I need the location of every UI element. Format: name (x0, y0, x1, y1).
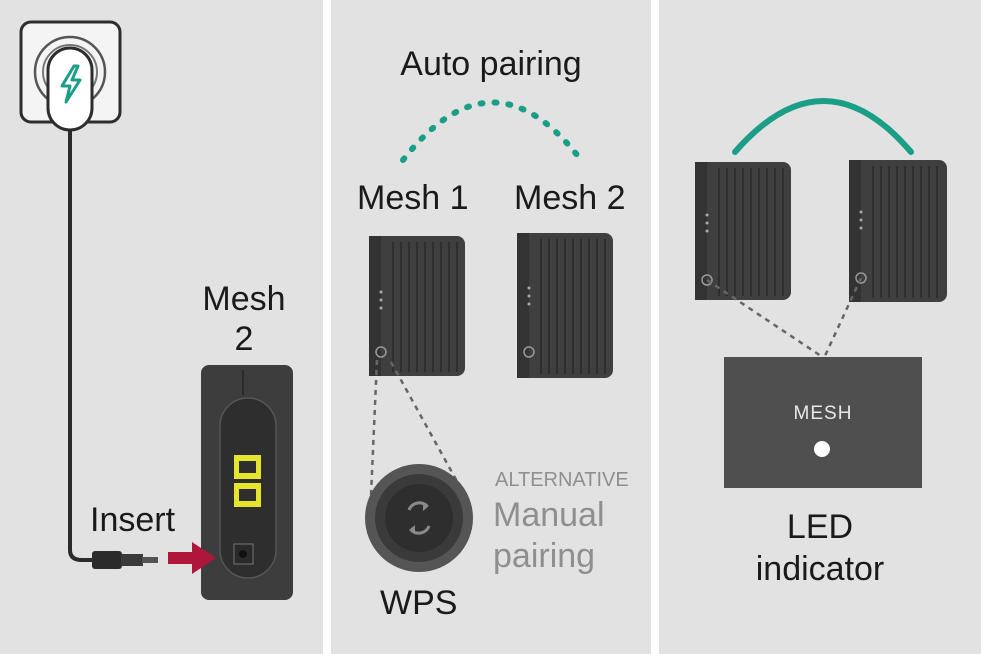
mesh1-device (369, 236, 465, 376)
connection-arc (732, 98, 914, 155)
mesh2-label: Mesh 2 (514, 179, 626, 217)
mesh-device-back (201, 365, 293, 600)
power-plug-icon (60, 64, 82, 104)
led-label-line1: LED (786, 508, 854, 546)
power-connector (92, 551, 158, 569)
led-label-line2: indicator (755, 550, 885, 588)
panel-led: MESH LED indicator (659, 0, 981, 654)
led-panel-text: MESH (793, 403, 853, 424)
red-arrow-icon (168, 542, 216, 574)
mesh1-label: Mesh 1 (357, 179, 469, 217)
mesh2-device (517, 233, 613, 378)
led-panel (724, 357, 922, 488)
right-mesh-device (849, 160, 947, 302)
alternative-label: ALTERNATIVE (495, 469, 629, 491)
device-label-line2: 2 (234, 320, 254, 358)
device-label-line1: Mesh (202, 280, 286, 318)
led-illustration (695, 98, 947, 488)
power-cable (68, 130, 95, 562)
panel-power: Mesh 2 Insert (0, 0, 323, 654)
insert-label: Insert (90, 501, 176, 539)
panel-pairing: Auto pairing Mesh 1 Mesh 2 WPS ALTERNATI… (331, 0, 651, 654)
manual-pairing-line1: Manual (493, 496, 605, 534)
wps-button (365, 464, 473, 572)
power-illustration (19, 20, 293, 600)
wall-socket (19, 20, 122, 132)
pairing-illustration (365, 99, 613, 572)
auto-pairing-arc (400, 99, 584, 163)
auto-pairing-title: Auto pairing (400, 45, 582, 83)
wps-label: WPS (380, 584, 458, 622)
led-light (814, 441, 830, 457)
wps-sync-icon (407, 501, 431, 535)
manual-pairing-line2: pairing (493, 537, 596, 575)
left-mesh-device (695, 162, 791, 300)
